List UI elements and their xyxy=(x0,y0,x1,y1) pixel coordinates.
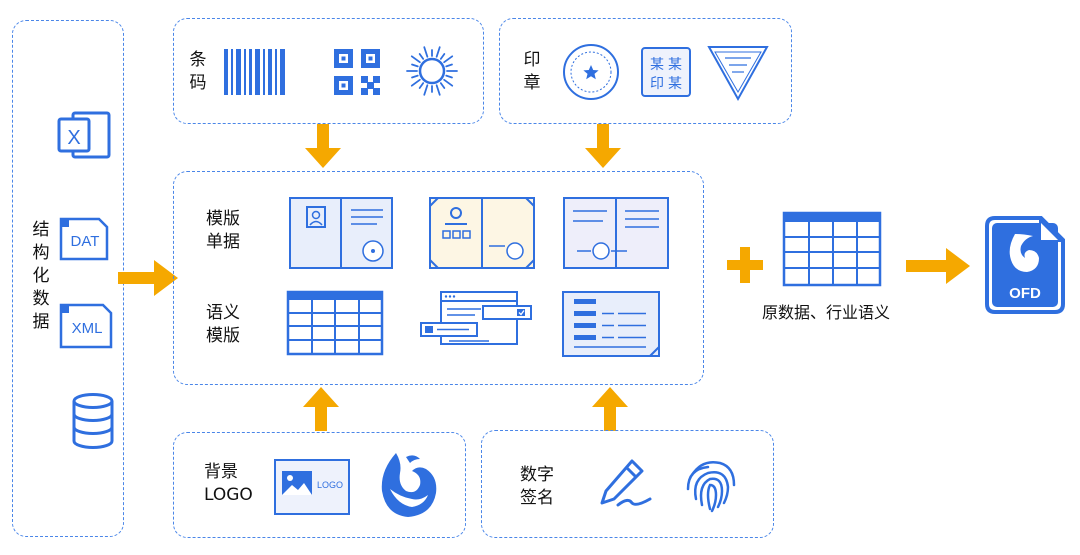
sun-code-icon xyxy=(404,43,460,99)
arrow-up-background xyxy=(301,385,341,433)
svg-text:某: 某 xyxy=(668,57,682,73)
form-window-icon xyxy=(419,291,535,355)
svg-text:XML: XML xyxy=(72,320,103,337)
structured-data-label: 结构化数据 xyxy=(32,220,50,332)
database-icon xyxy=(71,393,115,449)
sun-ray xyxy=(439,53,446,60)
arrow-right-structured xyxy=(118,258,180,298)
arrow-up-signature xyxy=(590,385,630,433)
barcode-panel: 条码 xyxy=(173,18,484,124)
sun-ray xyxy=(411,63,419,68)
svg-text:某: 某 xyxy=(650,57,664,73)
background-logo-panel: 背景 LOGO LOGO xyxy=(173,432,466,538)
pen-sign-icon xyxy=(598,459,654,509)
fingerprint-icon xyxy=(682,455,740,513)
sun-ray xyxy=(445,63,453,68)
xml-file-icon: XML xyxy=(59,303,113,349)
sun-ray xyxy=(445,74,453,79)
certificate-document-icon xyxy=(429,197,535,269)
triangle-seal-icon xyxy=(707,45,769,102)
template-panel: 模版单据 语义模版 xyxy=(173,171,704,385)
svg-text:LOGO: LOGO xyxy=(317,480,343,490)
plus-icon xyxy=(727,247,763,283)
sun-ray xyxy=(443,78,454,87)
id-card-document-icon xyxy=(289,197,393,269)
svg-text:OFD: OFD xyxy=(1009,285,1041,302)
barcode-icon xyxy=(224,49,288,95)
seal-label: 印章 xyxy=(523,50,541,93)
svg-text:DAT: DAT xyxy=(71,233,100,250)
structured-data-panel: 结构化数据 X DAT XML xyxy=(12,20,124,537)
digital-signature-panel: 数字签名 xyxy=(481,430,774,538)
background-label-line1: 背景 xyxy=(204,462,238,482)
arrow-down-barcode xyxy=(303,124,343,170)
digital-signature-label: 数字签名 xyxy=(520,465,554,508)
sun-ray xyxy=(410,78,421,87)
barcode-label: 条码 xyxy=(189,50,207,93)
phoenix-logo-icon xyxy=(376,449,440,521)
sun-ray xyxy=(423,46,429,58)
sun-ray xyxy=(418,82,425,89)
image-logo-icon: LOGO xyxy=(274,459,350,515)
svg-text:X: X xyxy=(67,127,80,149)
list-form-icon xyxy=(562,291,660,357)
svg-text:印: 印 xyxy=(650,76,664,92)
ofd-file-icon: OFD xyxy=(985,216,1065,314)
sun-ray xyxy=(423,84,429,96)
metadata-label: 原数据、行业语义 xyxy=(762,303,891,322)
sun-ray xyxy=(435,84,441,96)
sun-ray xyxy=(410,55,421,64)
table-template-icon xyxy=(286,290,384,356)
background-label-line2: LOGO xyxy=(204,485,253,505)
round-seal-icon xyxy=(562,43,620,101)
background-label: 背景 LOGO xyxy=(204,461,253,507)
sun-ray xyxy=(443,55,454,64)
qr-code-icon xyxy=(334,49,380,95)
excel-file-icon: X xyxy=(57,111,111,159)
sun-ray xyxy=(435,46,441,58)
sealed-document-icon xyxy=(563,197,669,269)
sun-ray xyxy=(418,53,425,60)
arrow-down-seal xyxy=(583,124,623,170)
svg-text:某: 某 xyxy=(668,76,682,92)
template-doc-label: 模版单据 xyxy=(206,209,240,252)
semantic-template-label: 语义模版 xyxy=(206,303,240,346)
square-seal-icon: 某 某 印 某 xyxy=(641,47,691,97)
arrow-right-output xyxy=(906,246,972,286)
seal-panel: 印章 某 某 印 某 xyxy=(499,18,792,124)
sun-ray xyxy=(439,82,446,89)
sun-ray xyxy=(411,74,419,79)
metadata-table-icon xyxy=(782,211,882,287)
dat-file-icon: DAT xyxy=(59,217,109,261)
